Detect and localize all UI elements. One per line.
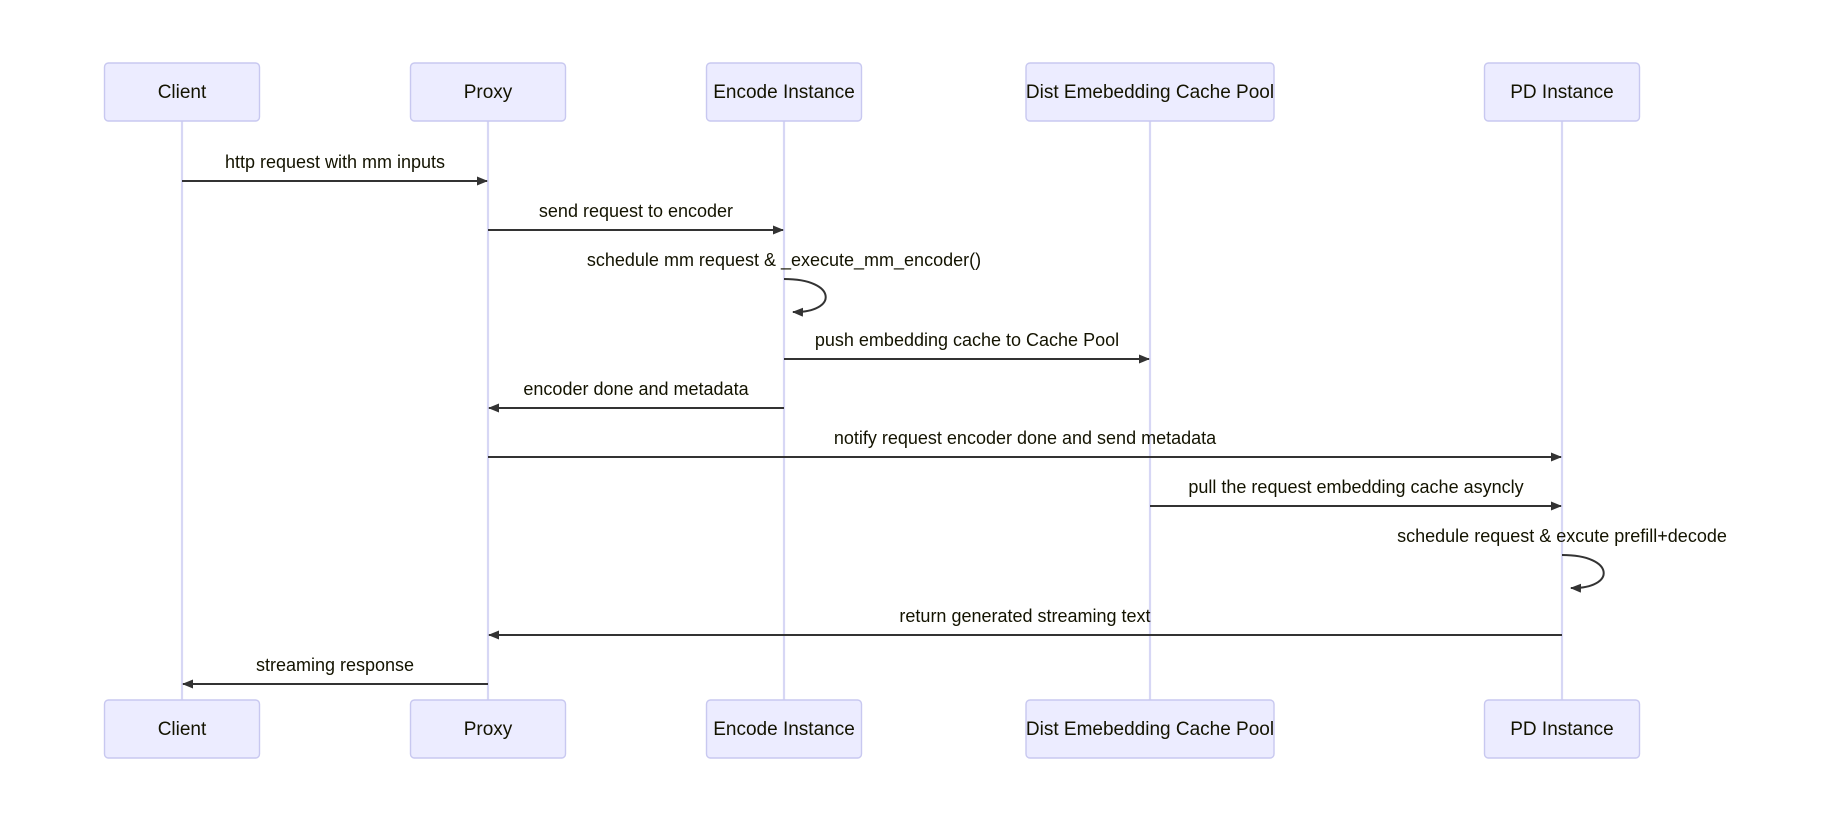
actor-pd-top[interactable]: PD Instance — [1483, 62, 1641, 122]
actor-box-client — [103, 699, 261, 759]
actor-box-client — [103, 62, 261, 122]
message-m7[interactable]: pull the request embedding cache asyncly — [1150, 477, 1562, 511]
lifelines-layer — [180, 121, 1564, 700]
actor-label-encode: Encode Instance — [713, 82, 855, 103]
actor-box-cachepool — [1025, 699, 1275, 759]
actor-cachepool-top[interactable]: Dist Emebedding Cache Pool — [1025, 62, 1275, 122]
message-label-m10: streaming response — [256, 655, 414, 675]
message-m2[interactable]: send request to encoder — [488, 201, 784, 235]
actor-box-proxy — [409, 62, 567, 122]
message-m4[interactable]: push embedding cache to Cache Pool — [784, 330, 1150, 364]
message-label-m7: pull the request embedding cache asyncly — [1188, 477, 1523, 497]
actor-label-cachepool: Dist Emebedding Cache Pool — [1026, 82, 1274, 103]
message-m5[interactable]: encoder done and metadata — [488, 379, 784, 413]
actor-proxy-top[interactable]: Proxy — [409, 62, 567, 122]
actor-label-client: Client — [158, 82, 207, 103]
message-label-m1: http request with mm inputs — [225, 152, 445, 172]
self-loop-path-m8 — [1561, 554, 1605, 593]
message-m1[interactable]: http request with mm inputs — [182, 152, 488, 186]
self-loop-path-m3 — [783, 278, 827, 317]
message-label-m8: schedule request & excute prefill+decode — [1397, 526, 1727, 546]
message-label-m5: encoder done and metadata — [523, 379, 749, 399]
actor-client-bottom[interactable]: Client — [103, 699, 261, 759]
actor-encode-bottom[interactable]: Encode Instance — [705, 699, 863, 759]
actor-label-proxy: Proxy — [464, 719, 513, 740]
actor-encode-top[interactable]: Encode Instance — [705, 62, 863, 122]
message-label-m3: schedule mm request & _execute_mm_encode… — [587, 250, 981, 271]
actor-box-pd — [1483, 699, 1641, 759]
actor-box-encode — [705, 62, 863, 122]
message-m6[interactable]: notify request encoder done and send met… — [488, 428, 1562, 462]
actor-label-proxy: Proxy — [464, 82, 513, 103]
actor-cachepool-bottom[interactable]: Dist Emebedding Cache Pool — [1025, 699, 1275, 759]
actor-box-cachepool — [1025, 62, 1275, 122]
actor-box-pd — [1483, 62, 1641, 122]
message-label-m6: notify request encoder done and send met… — [834, 428, 1217, 448]
message-label-m2: send request to encoder — [539, 201, 733, 221]
message-m9[interactable]: return generated streaming text — [488, 606, 1562, 640]
actor-label-pd: PD Instance — [1510, 82, 1614, 103]
message-m3[interactable]: schedule mm request & _execute_mm_encode… — [587, 250, 981, 317]
actor-label-cachepool: Dist Emebedding Cache Pool — [1026, 719, 1274, 740]
actor-label-pd: PD Instance — [1510, 719, 1614, 740]
actor-label-client: Client — [158, 719, 207, 740]
message-m10[interactable]: streaming response — [182, 655, 488, 689]
actor-proxy-bottom[interactable]: Proxy — [409, 699, 567, 759]
actors-top-layer: Client Proxy Encode Instance Dist Emebeddin… — [103, 62, 1641, 122]
message-label-m4: push embedding cache to Cache Pool — [815, 330, 1119, 350]
actor-pd-bottom[interactable]: PD Instance — [1483, 699, 1641, 759]
actor-box-encode — [705, 699, 863, 759]
message-label-m9: return generated streaming text — [899, 606, 1150, 626]
messages-layer: http request with mm inputs send request … — [182, 152, 1727, 689]
actor-client-top[interactable]: Client — [103, 62, 261, 122]
actors-bottom-layer: Client Proxy Encode Instance Dist Emebeddin… — [103, 699, 1641, 759]
message-m8[interactable]: schedule request & excute prefill+decode — [1397, 526, 1727, 593]
actor-label-encode: Encode Instance — [713, 719, 855, 740]
actor-box-proxy — [409, 699, 567, 759]
